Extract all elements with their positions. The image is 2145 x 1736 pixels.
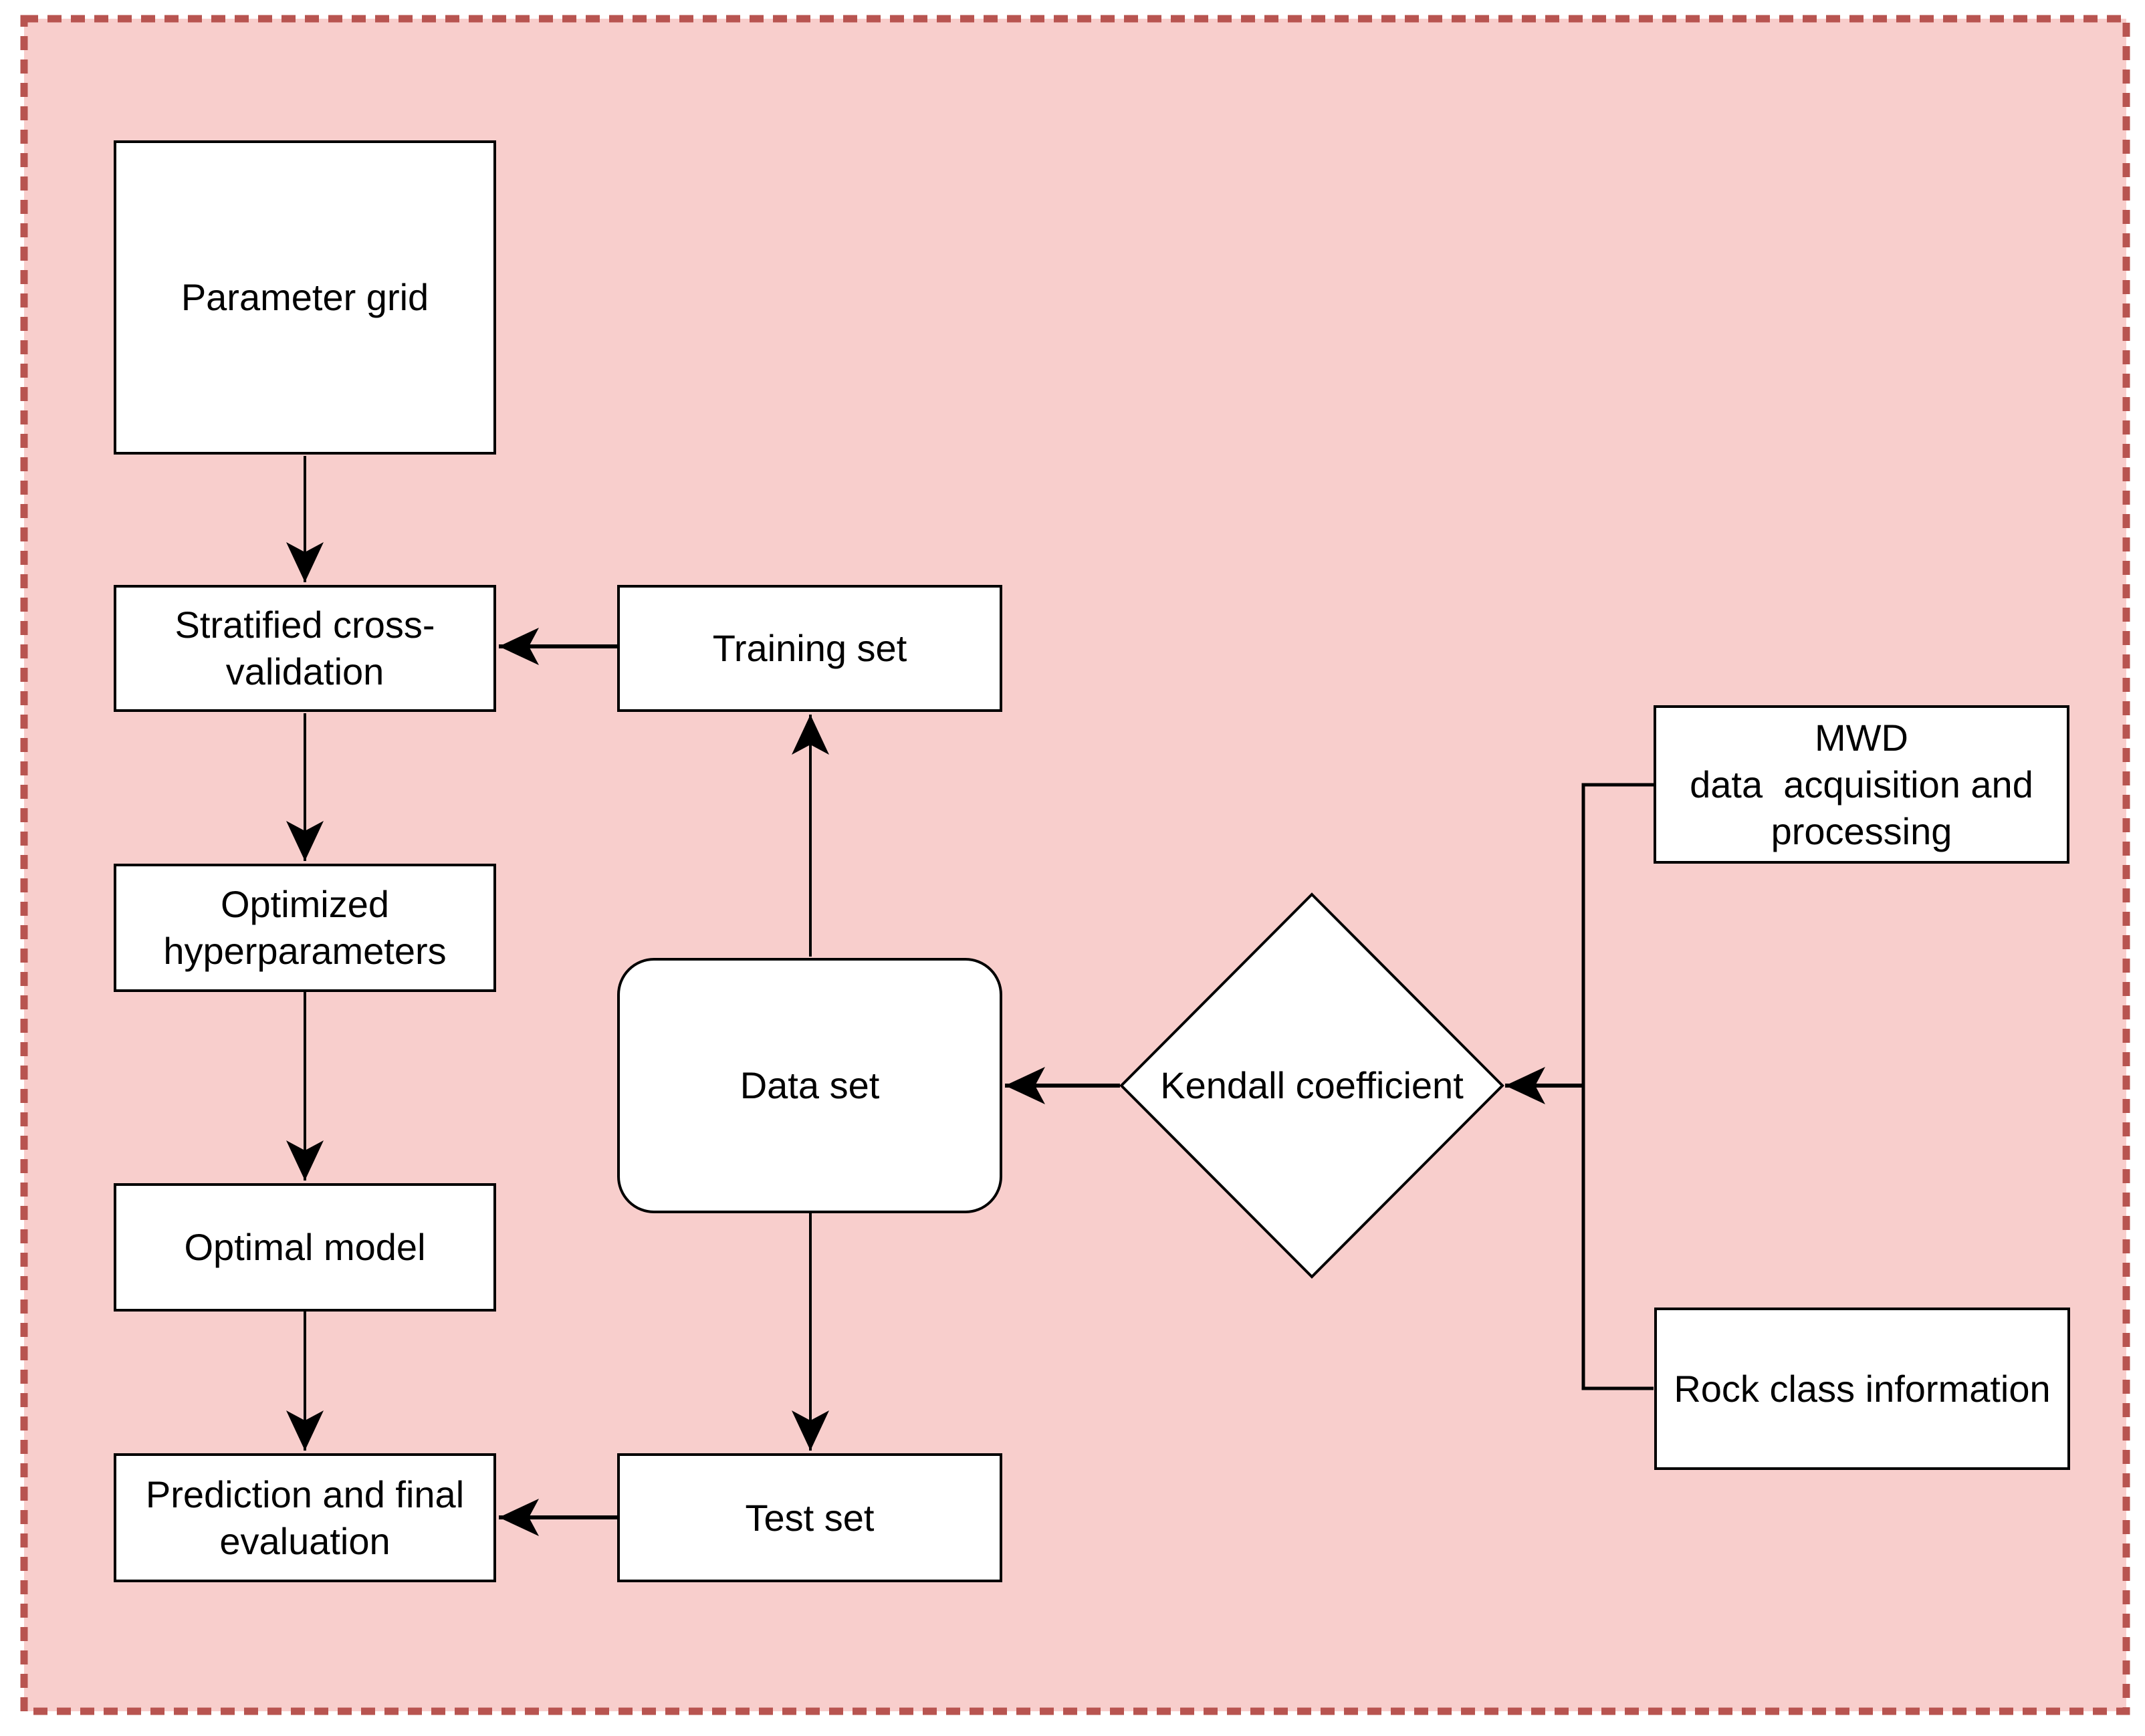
node-kendall-coefficient-label: Kendall coefficient — [1121, 894, 1502, 1277]
node-training-set: Training set — [617, 585, 1002, 712]
node-optimized-hyperparameters: Optimized hyperparameters — [114, 864, 496, 992]
node-stratified-label-line1: Stratified cross- — [175, 604, 435, 646]
node-prediction-label-line2: evaluation — [219, 1519, 390, 1562]
node-mwd-acquisition: MWD data acquisition and processing — [1654, 705, 2069, 864]
node-optimized-label-line1: Optimized — [220, 883, 390, 925]
node-training-set-label: Training set — [712, 627, 907, 669]
node-mwd-label-line1: MWD — [1815, 716, 1908, 759]
node-data-set-label: Data set — [740, 1064, 880, 1106]
node-rock-class-label: Rock class information — [1674, 1367, 2051, 1410]
kendall-coefficient-diamond — [1119, 892, 1504, 1279]
node-test-set: Test set — [617, 1453, 1002, 1582]
node-parameter-grid: Parameter grid — [114, 140, 496, 455]
node-optimized-label-line2: hyperparameters — [163, 930, 447, 972]
node-mwd-label-line2: data acquisition and — [1690, 763, 2033, 805]
node-parameter-grid-label: Parameter grid — [181, 276, 429, 318]
node-stratified-label-line2: validation — [225, 650, 384, 693]
node-prediction-final-evaluation: Prediction and final evaluation — [114, 1453, 496, 1582]
node-mwd-label-line3: processing — [1771, 810, 1952, 852]
kendall-coefficient-text: Kendall coefficient — [1160, 1064, 1464, 1106]
node-optimal-model: Optimal model — [114, 1183, 496, 1312]
node-test-set-label: Test set — [745, 1496, 875, 1539]
node-optimal-model-label: Optimal model — [184, 1226, 426, 1268]
node-prediction-label-line1: Prediction and final — [145, 1473, 465, 1515]
node-rock-class-information: Rock class information — [1654, 1308, 2070, 1470]
node-data-set: Data set — [617, 958, 1002, 1213]
node-stratified-cross-validation: Stratified cross- validation — [114, 585, 496, 712]
